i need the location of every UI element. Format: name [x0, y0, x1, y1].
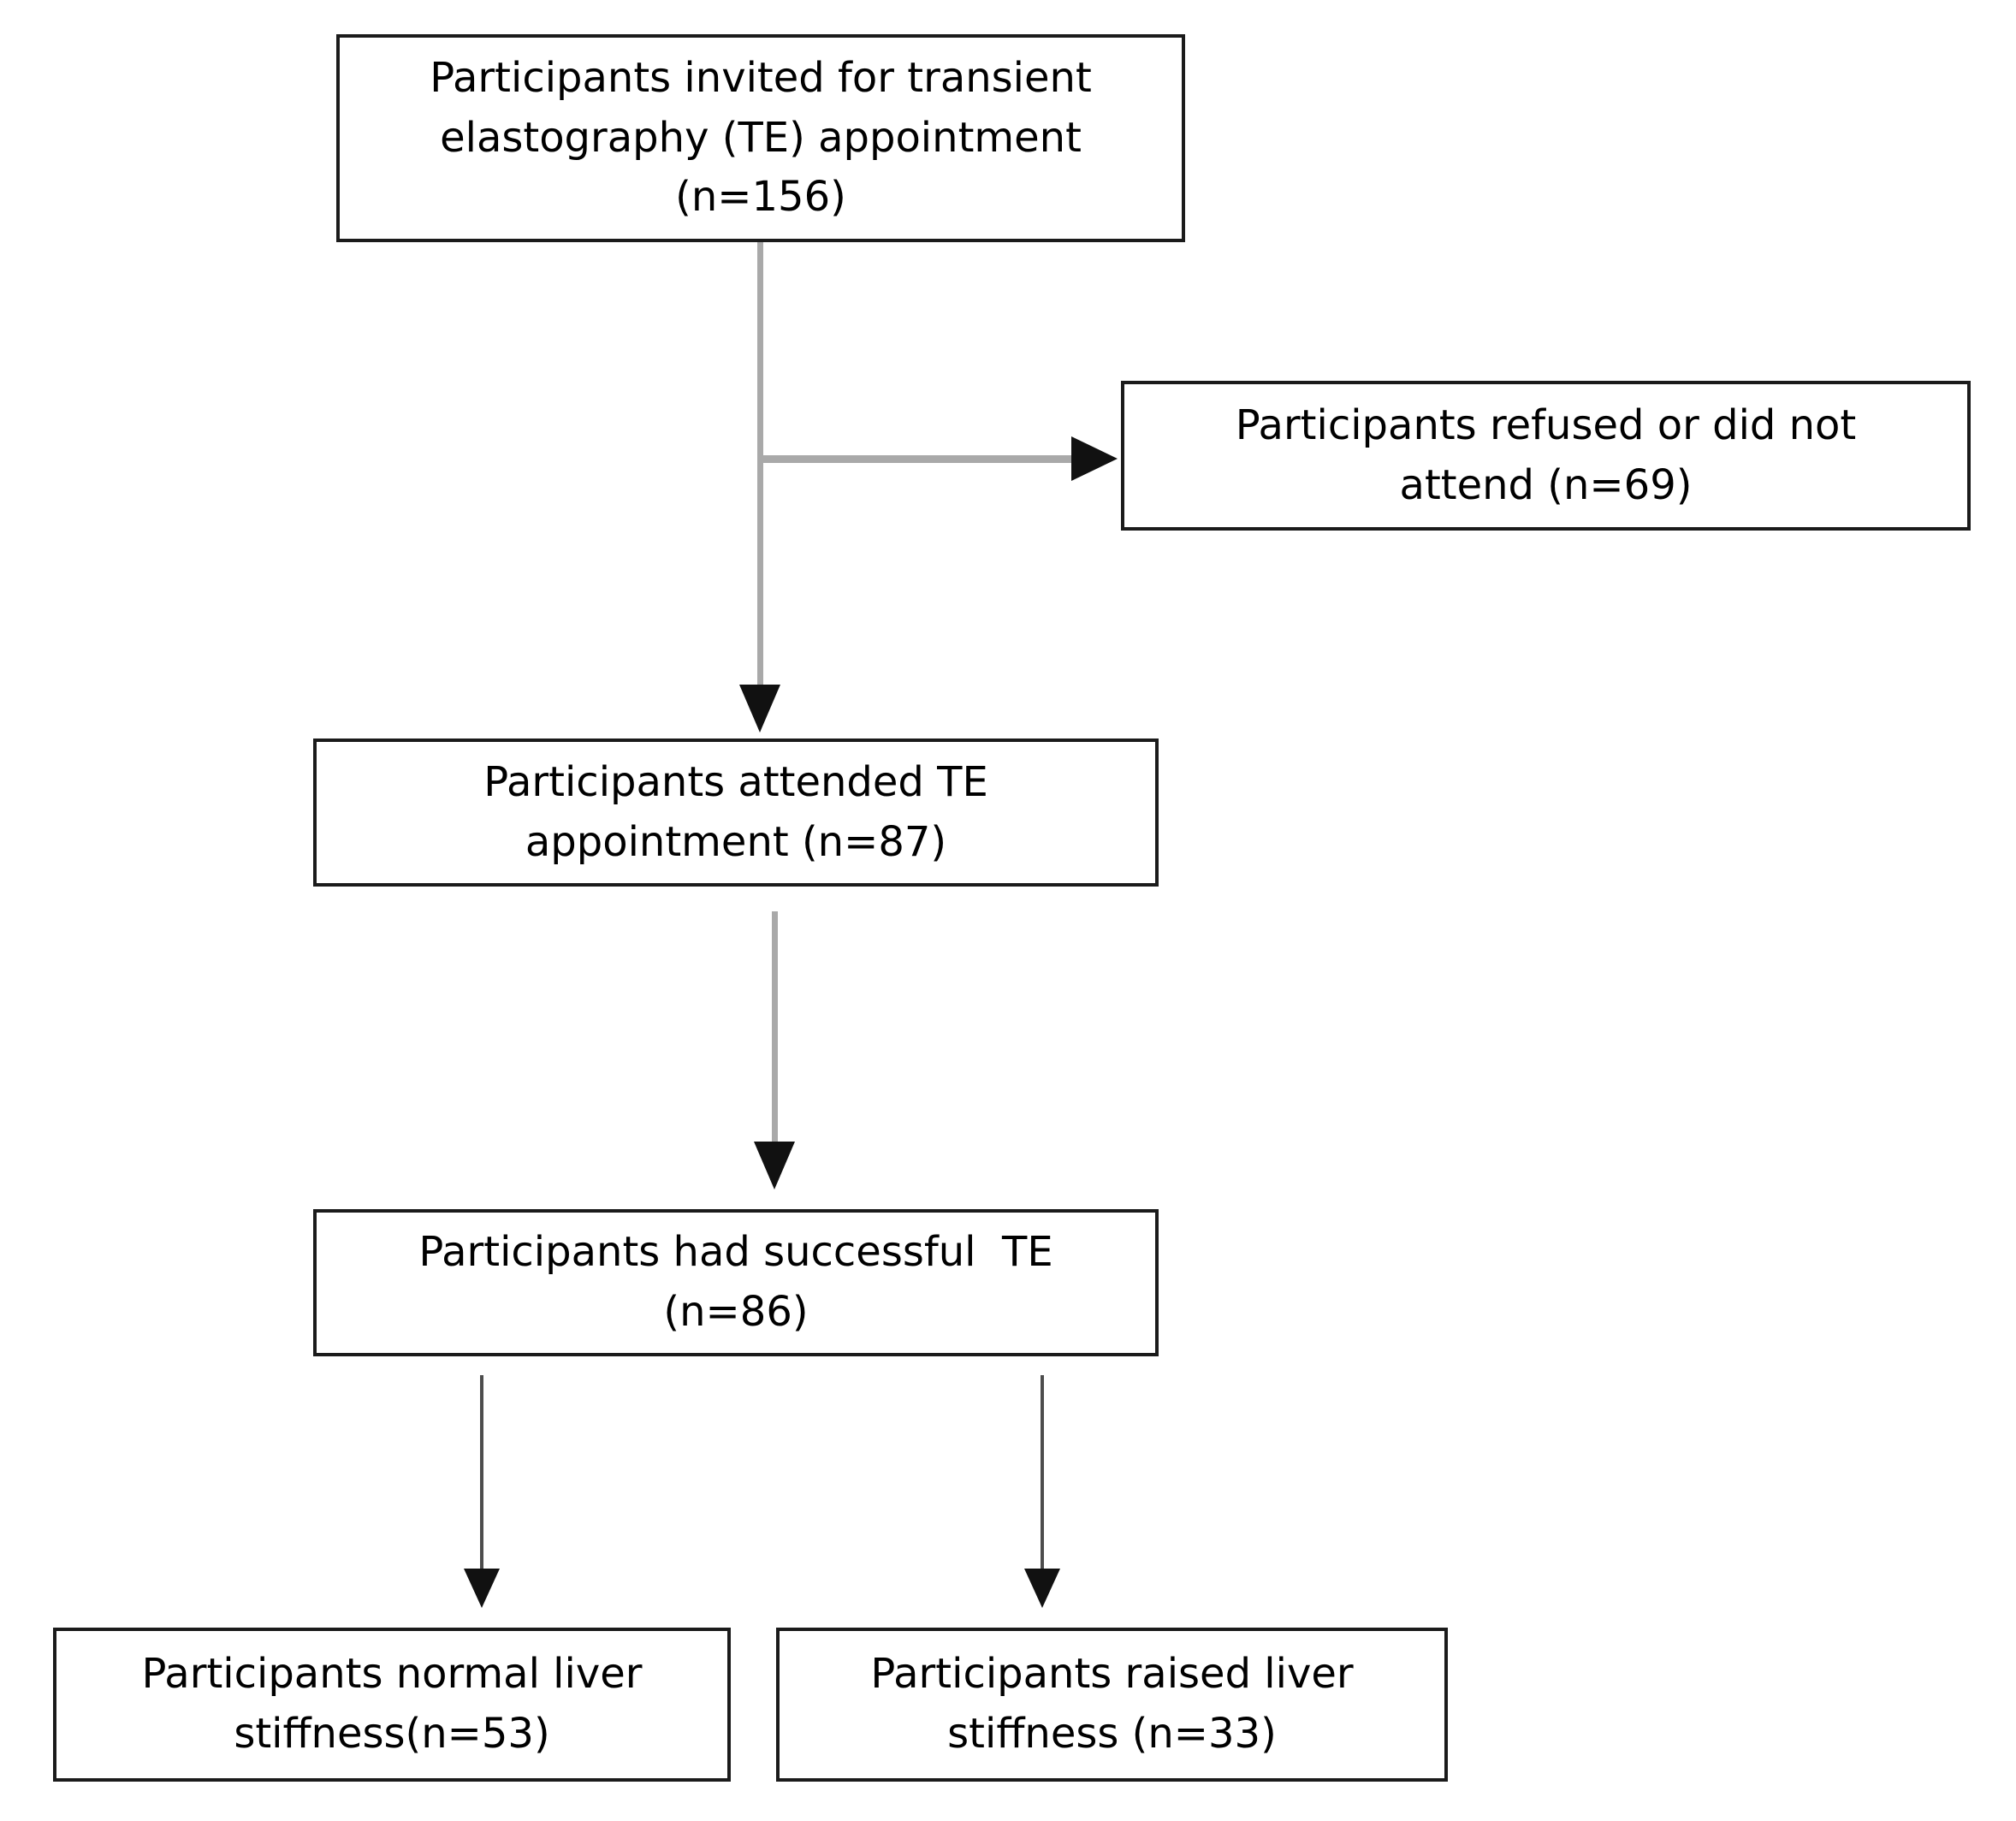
connector-successful-to-normal [480, 1375, 483, 1570]
node-participants-invited-label: Participants invited for transient elast… [430, 54, 1106, 222]
node-participants-invited: Participants invited for transient elast… [336, 34, 1185, 242]
node-participants-successful-te: Participants had successful TE (n=86) [313, 1209, 1159, 1356]
arrowhead-down-icon [464, 1569, 500, 1608]
node-raised-liver-stiffness-label: Participants raised liver stiffness (n=3… [870, 1650, 1367, 1758]
arrowhead-down-icon [1024, 1569, 1060, 1608]
arrowhead-down-icon [754, 1142, 795, 1189]
node-participants-refused-label: Participants refused or did not attend (… [1235, 400, 1870, 509]
arrowhead-right-icon [1071, 436, 1118, 481]
connector-invited-to-refused [760, 455, 1071, 463]
connector-invited-to-attended [757, 242, 763, 687]
node-participants-refused: Participants refused or did not attend (… [1121, 381, 1971, 531]
node-raised-liver-stiffness: Participants raised liver stiffness (n=3… [776, 1628, 1448, 1782]
node-participants-attended-label: Participants attended TE appointment (n=… [483, 757, 1002, 866]
connector-attended-to-successful [772, 911, 778, 1144]
node-normal-liver-stiffness: Participants normal liver stiffness(n=53… [53, 1628, 731, 1782]
node-normal-liver-stiffness-label: Participants normal liver stiffness(n=53… [141, 1650, 655, 1758]
arrowhead-down-icon [739, 685, 780, 733]
node-participants-attended: Participants attended TE appointment (n=… [313, 738, 1159, 887]
node-participants-successful-te-label: Participants had successful TE (n=86) [418, 1228, 1066, 1336]
connector-successful-to-raised [1041, 1375, 1044, 1570]
